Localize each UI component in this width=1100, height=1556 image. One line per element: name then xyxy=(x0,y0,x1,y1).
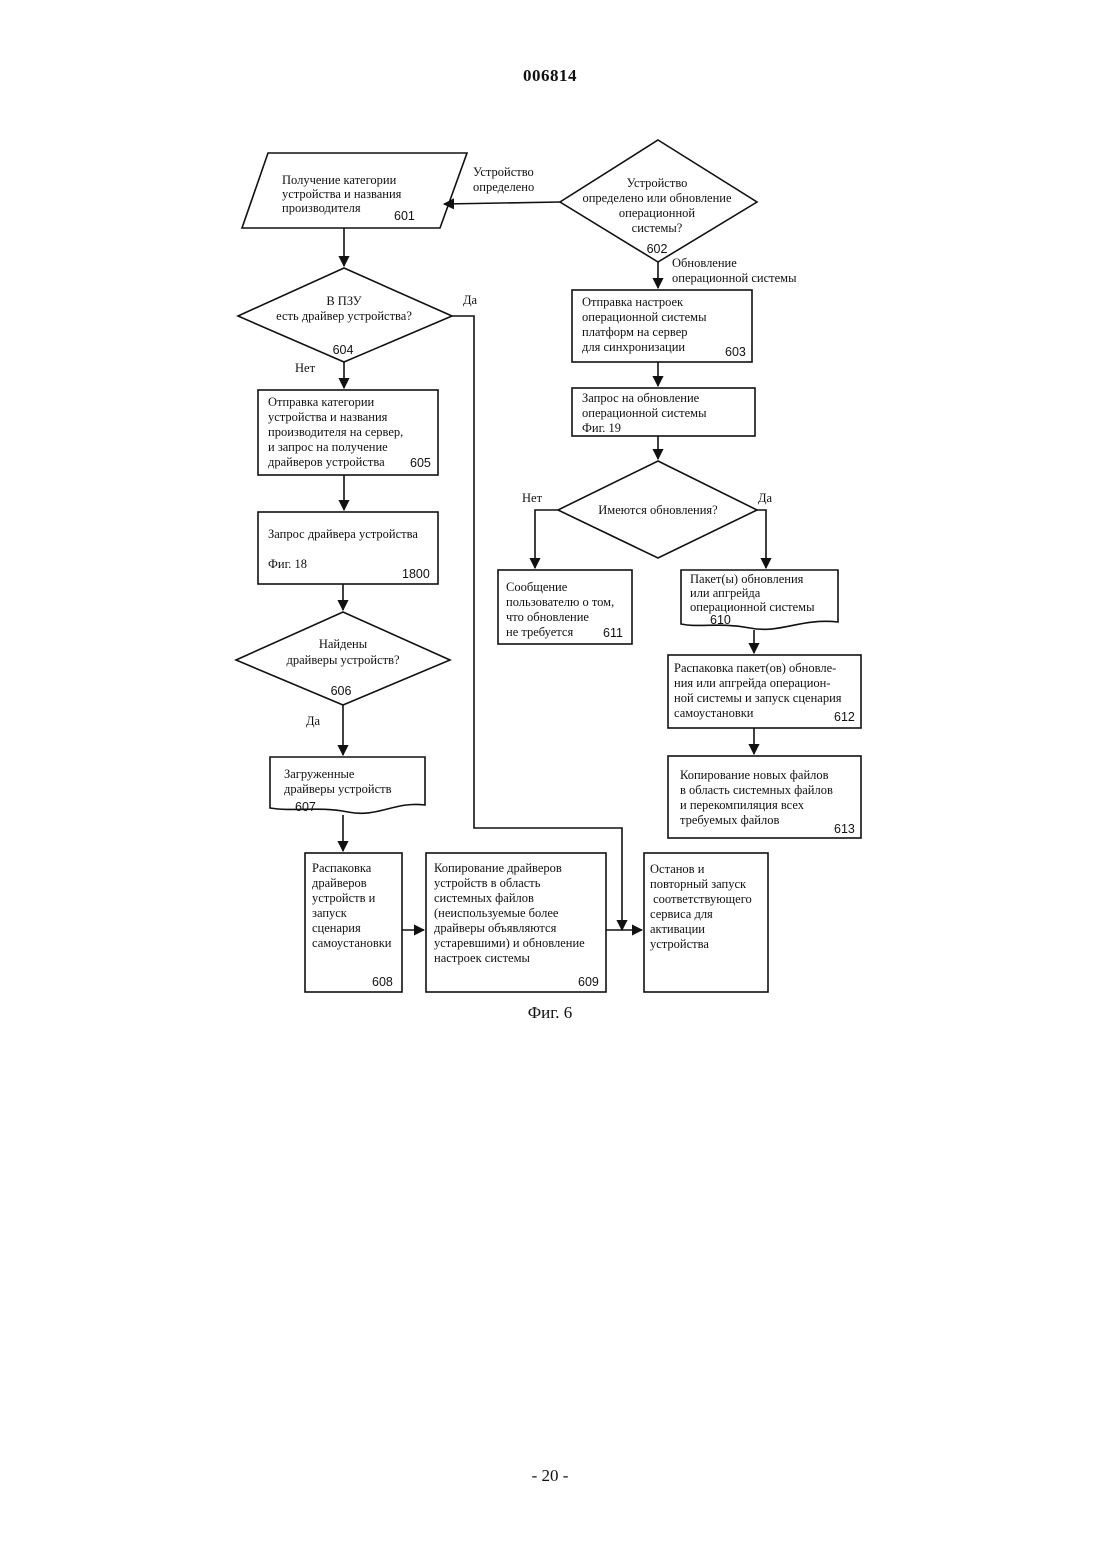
node-601-id: 601 xyxy=(394,209,415,223)
node-612-id: 612 xyxy=(834,710,855,724)
label-yes-has-updates: Да xyxy=(758,491,773,505)
node-stop-line: повторный запуск xyxy=(650,877,747,891)
node-604-id: 604 xyxy=(333,343,354,357)
node-602-line: системы? xyxy=(632,221,683,235)
node-609-line: настроек системы xyxy=(434,951,531,965)
label-os-update: Обновлениеоперационной системы xyxy=(672,256,797,285)
node-stop-line: соответствующего xyxy=(650,892,752,906)
label-line: Устройство xyxy=(473,165,534,179)
node-req19-line: Запрос на обновление xyxy=(582,391,700,405)
node-611-line: Сообщение xyxy=(506,580,568,594)
node-607-line: драйверы устройств xyxy=(284,782,392,796)
node-611-line: не требуется xyxy=(506,625,573,639)
node-609-line: устаревшими) и обновление xyxy=(434,936,585,950)
node-610-id: 610 xyxy=(710,613,731,627)
node-1800-line: Фиг. 18 xyxy=(268,557,307,571)
node-609-line: драйверы объявляются xyxy=(434,921,557,935)
node-611-line: пользователю о том, xyxy=(506,595,614,609)
edge-has-yes-610 xyxy=(757,510,766,568)
node-604-line: есть драйвер устройства? xyxy=(276,309,412,323)
node-603-line: платформ на сервер xyxy=(582,325,688,339)
node-612-line: ния или апгрейда операцион- xyxy=(674,676,830,690)
node-602-id: 602 xyxy=(647,242,668,256)
node-601-line: устройства и названия xyxy=(282,187,402,201)
node-608-line: запуск xyxy=(312,906,348,920)
node-613-id: 613 xyxy=(834,822,855,836)
node-603-line: операционной системы xyxy=(582,310,707,324)
node-605-id: 605 xyxy=(410,456,431,470)
node-601-line: производителя xyxy=(282,201,361,215)
node-610-line: Пакет(ы) обновления xyxy=(690,572,804,586)
node-609-line: Копирование драйверов xyxy=(434,861,562,875)
node-602-line: определено или обновление xyxy=(582,191,732,205)
page-footer: - 20 - xyxy=(0,1466,1100,1486)
node-609-line: системных файлов xyxy=(434,891,534,905)
label-yes-604: Да xyxy=(463,293,478,307)
figure-caption: Фиг. 6 xyxy=(528,1003,573,1022)
label-no-604: Нет xyxy=(295,361,316,375)
node-602-line: операционной xyxy=(619,206,696,220)
node-605-line: устройства и названия xyxy=(268,410,388,424)
node-608-line: драйверов xyxy=(312,876,367,890)
node-603-id: 603 xyxy=(725,345,746,359)
node-605-line: драйверов устройства xyxy=(268,455,385,469)
node-609-line: (неиспользуемые более xyxy=(434,906,559,920)
node-608-line: сценария xyxy=(312,921,361,935)
node-stop-line: Останов и xyxy=(650,862,705,876)
node-610-line: или апгрейда xyxy=(690,586,761,600)
node-609-line: устройств в область xyxy=(434,876,541,890)
node-613-line: требуемых файлов xyxy=(680,813,779,827)
label-line: операционной системы xyxy=(672,271,797,285)
node-stop-line: устройства xyxy=(650,937,709,951)
node-608-line: Распаковка xyxy=(312,861,372,875)
edge-has-no-611 xyxy=(535,510,558,568)
node-613-line: и перекомпиляция всех xyxy=(680,798,805,812)
node-612-line: ной системы и запуск сценария xyxy=(674,691,842,705)
node-1800-line: Запрос драйвера устройства xyxy=(268,527,418,541)
node-602-line: Устройство xyxy=(627,176,688,190)
node-601-line: Получение категории xyxy=(282,173,397,187)
node-stop-line: сервиса для xyxy=(650,907,713,921)
node-603-line: для синхронизации xyxy=(582,340,685,354)
node-612-line: самоустановки xyxy=(674,706,754,720)
node-606-line: Найдены xyxy=(319,637,368,651)
node-607-id: 607 xyxy=(295,800,316,814)
node-605-line: и запрос на получение xyxy=(268,440,388,454)
node-stop-line: активации xyxy=(650,922,705,936)
node-608-line: устройств и xyxy=(312,891,376,905)
node-610-line: операционной системы xyxy=(690,600,815,614)
node-req19-line: Фиг. 19 xyxy=(582,421,621,435)
node-607-line: Загруженные xyxy=(284,767,355,781)
edge-602-601 xyxy=(444,202,560,204)
node-604-line: В ПЗУ xyxy=(326,294,361,308)
label-line: определено xyxy=(473,180,534,194)
label-no-has-updates: Нет xyxy=(522,491,543,505)
label-line: Обновление xyxy=(672,256,737,270)
node-613-line: Копирование новых файлов xyxy=(680,768,829,782)
node-611-line: что обновление xyxy=(506,610,589,624)
node-606-line: драйверы устройств? xyxy=(286,653,400,667)
node-605-line: производителя на сервер, xyxy=(268,425,403,439)
node-609-id: 609 xyxy=(578,975,599,989)
node-606-id: 606 xyxy=(331,684,352,698)
node-603-line: Отправка настроек xyxy=(582,295,684,309)
node-613-line: в область системных файлов xyxy=(680,783,833,797)
node-has-updates-line: Имеются обновления? xyxy=(598,503,718,517)
label-yes-606: Да xyxy=(306,714,321,728)
node-req19-line: операционной системы xyxy=(582,406,707,420)
node-605-line: Отправка категории xyxy=(268,395,375,409)
node-1800-id: 1800 xyxy=(402,567,430,581)
node-612-line: Распаковка пакет(ов) обновле- xyxy=(674,661,836,675)
node-has-updates: Имеются обновления? xyxy=(598,503,718,517)
node-608-line: самоустановки xyxy=(312,936,392,950)
label-device-defined: Устройствоопределено xyxy=(473,165,534,194)
node-608-id: 608 xyxy=(372,975,393,989)
node-611-id: 611 xyxy=(603,626,623,640)
